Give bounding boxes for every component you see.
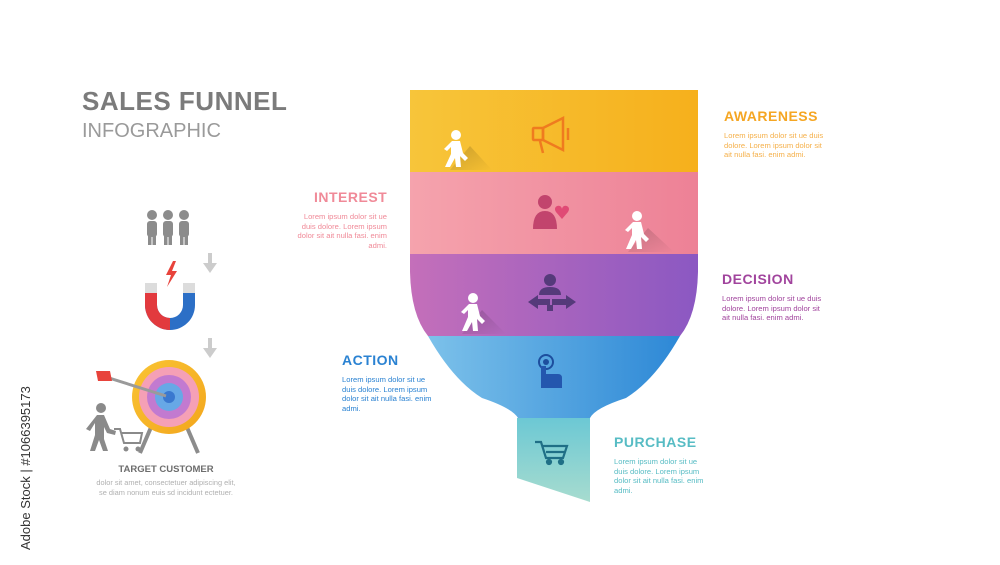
target-customer-description: dolor sit amet, consectetuer adipiscing … (96, 478, 236, 497)
walking-person-icon (461, 293, 506, 334)
target-icon (96, 360, 206, 454)
stage-title-awareness: AWARENESS (724, 108, 818, 124)
walking-person-icon (444, 130, 492, 170)
stage-description-action: Lorem ipsum dolor sit ue duis dolore. Lo… (342, 375, 432, 413)
tap-icon (538, 354, 562, 388)
infographic-subtitle: INFOGRAPHIC (82, 120, 221, 142)
stock-id-text: Adobe Stock | #1066395173 (18, 386, 33, 550)
arrow-down-icon (203, 253, 217, 273)
megaphone-icon (531, 115, 570, 154)
people-icon (147, 210, 189, 245)
stage-title-purchase: PURCHASE (614, 434, 697, 450)
stage-description-interest: Lorem ipsum dolor sit ue duis dolore. Lo… (297, 212, 387, 250)
infographic-title: SALES FUNNEL (82, 86, 288, 116)
person-with-cart-icon (86, 403, 144, 452)
stage-description-decision: Lorem ipsum dolor sit ue duis dolore. Lo… (722, 294, 822, 322)
stage-description-purchase: Lorem ipsum dolor sit ue duis dolore. Lo… (614, 457, 704, 495)
person-arrows-icon (528, 274, 576, 311)
arrow-down-icon (203, 338, 217, 358)
cart-icon (535, 440, 569, 466)
stage-title-decision: DECISION (722, 271, 794, 287)
left-icon-column (86, 210, 217, 454)
stage-title-action: ACTION (342, 352, 399, 368)
stage-description-awareness: Lorem ipsum dolor sit ue duis dolore. Lo… (724, 131, 824, 159)
magnet-icon (145, 261, 195, 330)
stage-title-interest: INTEREST (314, 189, 388, 205)
stock-watermark-id: Adobe Stock | #1066395173 (18, 386, 33, 550)
walking-person-icon (625, 211, 674, 252)
person-heart-icon (533, 195, 570, 229)
funnel-band-purchase (517, 418, 590, 502)
target-customer-title: TARGET CUSTOMER (118, 464, 214, 475)
